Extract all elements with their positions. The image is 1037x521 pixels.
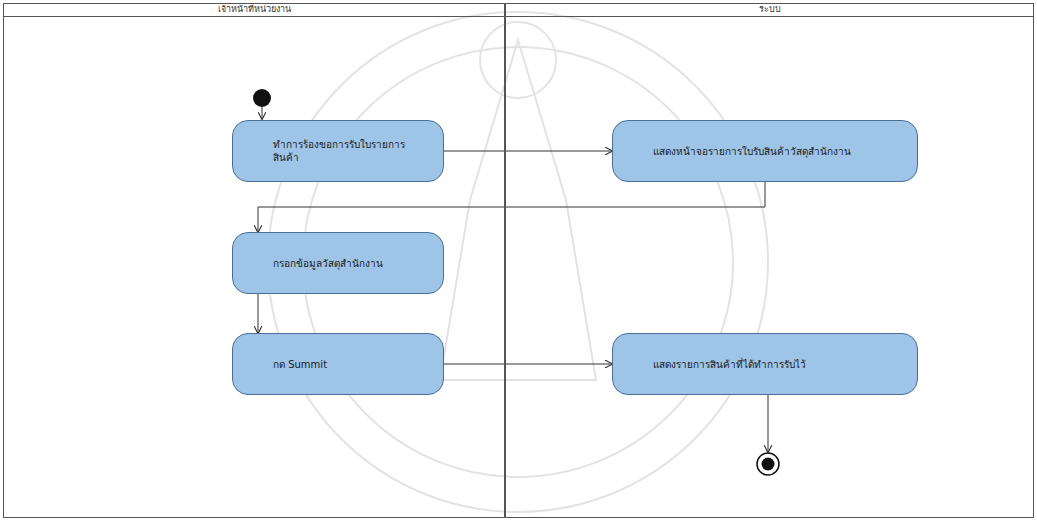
action-box: กรอกข้อมูลวัสดุสำนักงาน	[232, 232, 444, 294]
end-arrow	[768, 395, 769, 452]
action-label: ทำการร้องขอการรับใบรายการสินค้า	[273, 138, 429, 164]
action-label: แสดงหน้าจอรายการใบรับสินค้าวัสดุสำนักงาน	[653, 145, 851, 158]
flow-arrow	[258, 294, 259, 333]
lane-title: เจ้าหน้าที่หน่วยงาน	[4, 4, 504, 17]
flow-arrow	[258, 182, 765, 232]
end-node-core	[762, 458, 775, 471]
action-label: กรอกข้อมูลวัสดุสำนักงาน	[273, 257, 383, 270]
flow-arrow	[444, 151, 612, 152]
swimlane: ระบบแสดงหน้าจอรายการใบรับสินค้าวัสดุสำนั…	[505, 3, 1034, 518]
action-box: กด Summit	[232, 333, 444, 395]
action-label: กด Summit	[273, 358, 327, 371]
start-node	[253, 89, 271, 107]
start-arrow	[262, 107, 263, 119]
action-box: แสดงรายการสินค้าที่ได้ทำการรับไว้	[612, 333, 918, 395]
action-box: แสดงหน้าจอรายการใบรับสินค้าวัสดุสำนักงาน	[612, 120, 918, 182]
flow-arrow	[444, 364, 612, 365]
swimlane: เจ้าหน้าที่หน่วยงานทำการร้องขอการรับใบรา…	[3, 3, 505, 518]
action-box: ทำการร้องขอการรับใบรายการสินค้า	[232, 120, 444, 182]
action-label: แสดงรายการสินค้าที่ได้ทำการรับไว้	[653, 358, 806, 371]
lane-title: ระบบ	[506, 4, 1033, 17]
watermark-seal	[268, 12, 768, 512]
end-node	[757, 453, 779, 475]
